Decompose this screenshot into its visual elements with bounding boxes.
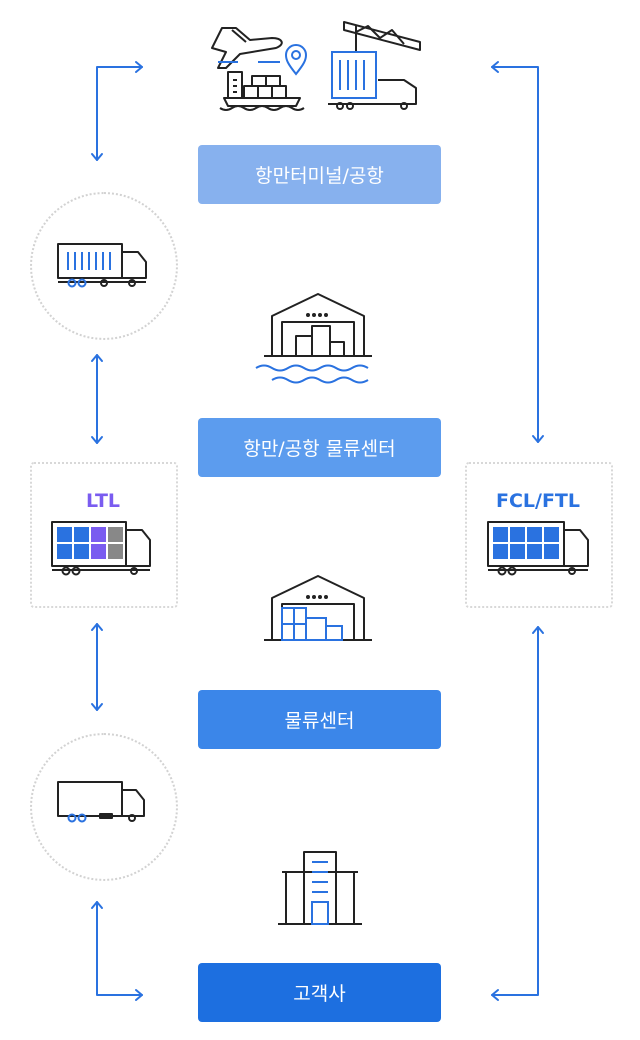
- delivery-truck-circle: [30, 733, 178, 881]
- fcl-ftl-truck-card: [465, 462, 613, 608]
- fcl-ftl-label: FCL/FTL: [495, 490, 580, 512]
- port-terminal-airport-label: 항만터미널/공항: [255, 165, 384, 187]
- ltl-label: LTL: [85, 490, 121, 512]
- port-terminal-airport-node: 항만터미널/공항: [198, 145, 441, 204]
- port-airport-logistics-center-label: 항만/공항 물류센터: [243, 438, 396, 460]
- arrow-bottom-left: [96, 901, 143, 996]
- port-airport-logistics-center-node: 항만/공항 물류센터: [198, 418, 441, 477]
- customer-node: 고객사: [198, 963, 441, 1022]
- container-truck-circle: [30, 192, 178, 340]
- ltl-truck-card: [30, 462, 178, 608]
- logistics-center-label: 물류센터: [284, 710, 355, 732]
- customer-label: 고객사: [293, 983, 346, 1005]
- logistics-center-node: 물류센터: [198, 690, 441, 749]
- arrow-bottom-right: [491, 626, 539, 996]
- arrow-top-left: [96, 66, 143, 161]
- arrow-top-right: [491, 66, 539, 443]
